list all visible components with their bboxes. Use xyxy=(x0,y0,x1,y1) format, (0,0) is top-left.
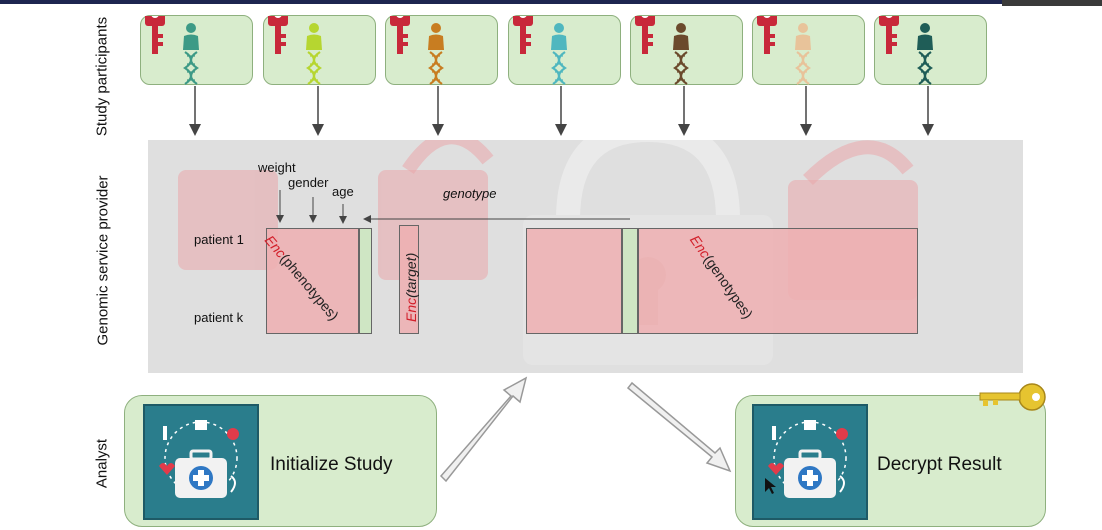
dna-person-icon xyxy=(795,23,811,85)
encrypted-genotypes-left xyxy=(526,228,622,334)
encrypted-genotypes-right xyxy=(638,228,918,334)
provider-to-decrypt-arrow xyxy=(626,381,732,473)
column-label-gender: gender xyxy=(288,175,329,190)
participant-box xyxy=(385,15,498,85)
enc-keyword: Enc xyxy=(403,297,419,322)
encrypted-target-block xyxy=(399,225,419,334)
red-key-icon xyxy=(635,16,655,54)
video-thumbnail xyxy=(1002,0,1102,6)
participant-box xyxy=(752,15,865,85)
dna-person-icon xyxy=(428,23,444,85)
red-key-icon xyxy=(879,16,899,54)
red-key-icon xyxy=(757,16,777,54)
dna-person-icon xyxy=(183,23,199,85)
medical-kit-icon xyxy=(768,420,848,498)
row-label-analyst: Analyst xyxy=(93,438,111,489)
target-text: (target) xyxy=(403,252,419,298)
initialize-study-label: Initialize Study xyxy=(270,454,393,475)
participant-box xyxy=(508,15,621,85)
encrypted-target-label: Enc(target) xyxy=(403,253,419,322)
row-label-participants: Study participants xyxy=(93,16,111,137)
patient-last-label: patient k xyxy=(194,310,244,325)
red-key-icon xyxy=(390,16,410,54)
patient-first-label: patient 1 xyxy=(194,232,244,247)
dna-person-icon xyxy=(673,23,689,85)
red-key-icon xyxy=(145,16,165,54)
phenotypes-extra-column xyxy=(359,228,372,334)
genotype-arrow-label: genotype xyxy=(443,186,497,201)
column-label-age: age xyxy=(332,184,354,199)
medical-kit-panel xyxy=(143,404,259,520)
provider-panel: weight gender age genotype patient 1 pat… xyxy=(148,140,1023,373)
medical-kit-panel xyxy=(752,404,868,520)
participant-box xyxy=(874,15,987,85)
dna-person-icon xyxy=(306,23,322,85)
initialize-to-provider-arrow xyxy=(439,376,528,483)
participant-box xyxy=(630,15,743,85)
genotypes-separator-column xyxy=(622,228,638,334)
red-key-icon xyxy=(513,16,533,54)
decrypt-result-box[interactable]: Decrypt Result xyxy=(735,395,1046,527)
column-label-weight: weight xyxy=(258,160,296,175)
dna-person-icon xyxy=(917,23,933,85)
encrypted-phenotypes-block xyxy=(266,228,359,334)
dna-person-icon xyxy=(551,23,567,85)
row-label-provider: Genomic service provider xyxy=(94,175,112,346)
participant-box xyxy=(263,15,376,85)
initialize-study-box[interactable]: Initialize Study xyxy=(124,395,437,527)
top-bar xyxy=(0,0,1102,4)
medical-kit-icon xyxy=(159,420,239,498)
participant-box xyxy=(140,15,253,85)
participant-arrows xyxy=(189,86,934,136)
decrypt-result-label: Decrypt Result xyxy=(877,454,1002,475)
red-key-icon xyxy=(268,16,288,54)
